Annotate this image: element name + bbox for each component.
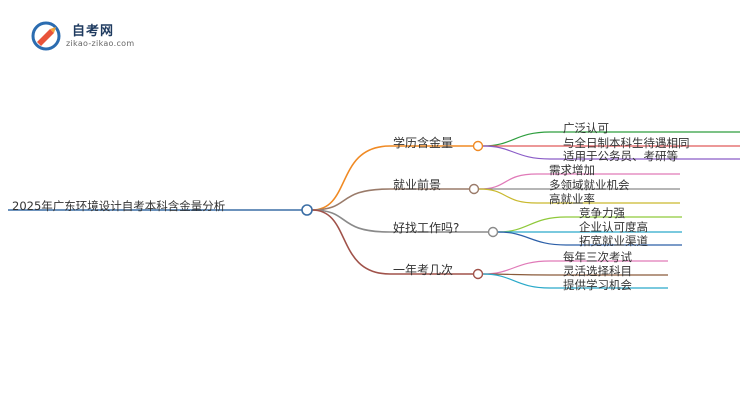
leaf-connector-0-2 [482, 145, 551, 160]
branch-connector-2 [311, 209, 391, 233]
root-node-label: 2025年广东环境设计自考本科含金量分析 [12, 199, 226, 213]
logo-title: 自考网 [72, 24, 115, 39]
leaf-connector-1-2 [478, 188, 538, 204]
logo-subtitle: zikao-zikao.com [66, 39, 135, 48]
leaf-label-learning-opportunities: 提供学习机会 [563, 278, 632, 292]
root-node [301, 204, 313, 216]
site-logo: 自考网 zikao-zikao.com [28, 18, 148, 54]
leaf-label-high-employment: 高就业率 [549, 192, 595, 206]
branch-connector-0 [311, 145, 391, 211]
leaf-label-employer-recognition: 企业认可度高 [579, 220, 648, 234]
leaf-label-widely-recognized: 广泛认可 [563, 121, 609, 135]
leaf-connector-0-0 [482, 131, 551, 147]
leaf-label-demand-increase: 需求增加 [549, 163, 595, 177]
branch-label-exams-per-year: 一年考几次 [393, 263, 454, 277]
branch-label-easy-job: 好找工作吗? [393, 221, 460, 235]
leaf-label-broaden-channels: 拓宽就业渠道 [579, 234, 648, 248]
leaf-connector-3-0 [482, 260, 551, 275]
branch-node-0 [472, 140, 484, 152]
branch-node-1 [468, 183, 480, 195]
leaf-label-multi-field: 多领域就业机会 [549, 178, 630, 192]
branch-node-3 [472, 268, 484, 280]
leaf-label-flexible-subjects: 灵活选择科目 [563, 264, 632, 278]
leaf-connector-1-0 [478, 173, 538, 190]
branch-connector-3 [311, 209, 391, 275]
leaf-connector-3-2 [482, 273, 551, 289]
branch-node-2 [487, 226, 499, 238]
leaf-label-same-treatment: 与全日制本科生待遇相同 [563, 136, 690, 150]
branch-label-employment-outlook: 就业前景 [393, 178, 442, 192]
leaf-label-three-exams: 每年三次考试 [563, 250, 632, 264]
leaf-label-civil-service: 适用于公务员、考研等 [563, 149, 678, 163]
branch-connector-1 [311, 188, 391, 211]
leaf-label-competitive: 竞争力强 [579, 206, 625, 220]
branch-label-education-value: 学历含金量 [393, 136, 454, 150]
logo-icon [31, 21, 61, 51]
leaf-connector-2-0 [497, 216, 567, 233]
leaf-connector-2-2 [497, 231, 567, 246]
